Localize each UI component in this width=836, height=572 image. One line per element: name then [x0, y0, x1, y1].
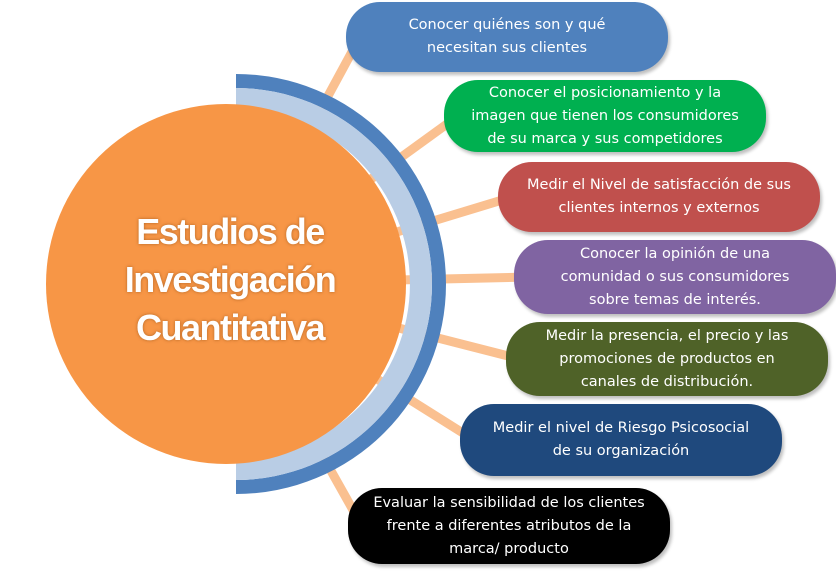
center-title-line-2: Investigación — [124, 259, 337, 300]
inner-arc-band — [236, 88, 432, 480]
item-brand-positioning-text: Conocer el posicionamiento y la imagen q… — [471, 84, 739, 147]
item-product-presence-text: Medir la presencia, el precio y las prom… — [545, 327, 789, 390]
item-brand-sensitivity-text: Evaluar la sensibilidad de los clientes … — [373, 494, 645, 557]
item-know-clients-text: Conocer quiénes son y qué necesitan sus … — [408, 17, 606, 56]
item-satisfaction-level-text: Medir el Nivel de satisfacción de sus cl… — [527, 177, 791, 216]
item-psychosocial-risk-text: Medir el nivel de Riesgo Psicosocial de … — [492, 420, 750, 459]
center-title: Estudios de Investigación Cuantitativa — [60, 208, 400, 352]
item-satisfaction-level: Medir el Nivel de satisfacción de sus cl… — [498, 162, 820, 232]
item-brand-sensitivity: Evaluar la sensibilidad de los clientes … — [348, 488, 670, 564]
item-psychosocial-risk: Medir el nivel de Riesgo Psicosocial de … — [460, 404, 782, 476]
item-know-clients: Conocer quiénes son y qué necesitan sus … — [346, 2, 668, 72]
center-circle — [46, 104, 406, 464]
item-community-opinion: Conocer la opinión de una comunidad o su… — [514, 240, 836, 314]
item-product-presence: Medir la presencia, el precio y las prom… — [506, 322, 828, 396]
item-community-opinion-text: Conocer la opinión de una comunidad o su… — [560, 245, 790, 308]
center-title-line-3: Cuantitativa — [135, 307, 326, 348]
center-title-line-1: Estudios de — [136, 211, 325, 252]
item-brand-positioning: Conocer el posicionamiento y la imagen q… — [444, 80, 766, 152]
